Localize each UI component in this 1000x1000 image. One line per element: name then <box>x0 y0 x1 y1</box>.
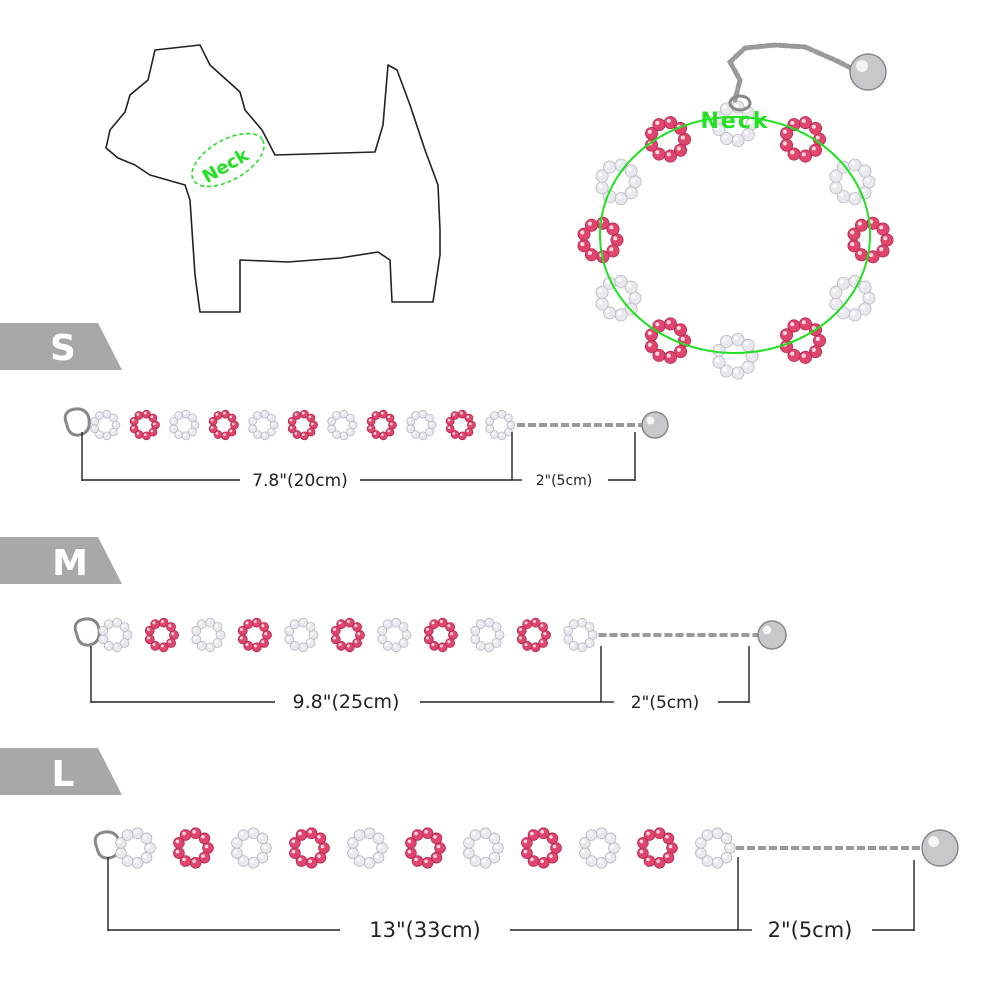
size-m-dimension-lines <box>90 646 750 703</box>
white-crystal-link <box>579 827 620 869</box>
pink-crystal-link <box>405 827 446 869</box>
white-crystal-link <box>695 827 736 869</box>
white-crystal-link <box>563 617 598 653</box>
pink-crystal-link <box>129 409 160 441</box>
pink-crystal-link <box>144 617 179 653</box>
size-l-badge <box>0 748 122 795</box>
pink-crystal-link <box>287 409 318 441</box>
size-s-extension-length: 2"(5cm) <box>536 473 593 489</box>
pink-crystal-link <box>645 317 692 364</box>
round-collar-photo <box>577 100 894 380</box>
size-s-bracelet <box>63 407 669 441</box>
white-crystal-link <box>829 158 876 206</box>
white-crystal-link <box>169 409 200 441</box>
pink-crystal-link <box>637 827 678 869</box>
pink-crystal-link <box>445 409 476 441</box>
dog-neck-marker: Neck <box>191 132 265 188</box>
round-collar-extension-chain <box>726 42 887 112</box>
dog-neck-label: Neck <box>199 144 254 188</box>
size-l-bracelet <box>93 827 959 869</box>
pink-crystal-link <box>173 827 214 869</box>
size-m-chain-length: 9.8"(25cm) <box>293 691 400 713</box>
white-crystal-link <box>406 409 437 441</box>
size-m-badge-label: M <box>52 543 88 584</box>
size-m-section: M 9.8"(25cm) 2"(5cm) <box>0 537 787 713</box>
white-crystal-link <box>90 409 121 441</box>
size-m-extension-length: 2"(5cm) <box>631 693 700 713</box>
pink-crystal-link <box>645 116 692 163</box>
size-m-badge <box>0 537 122 584</box>
size-s-dimension-lines <box>81 432 636 481</box>
pink-crystal-link <box>208 409 239 441</box>
size-l-section: L 13"(33cm) 2"(5cm) <box>0 748 959 942</box>
white-crystal-link <box>595 274 642 322</box>
white-crystal-link <box>377 617 412 653</box>
bell-icon <box>641 411 669 439</box>
white-crystal-link <box>829 274 876 322</box>
collar-neck-marker: Neck <box>599 109 871 354</box>
collar-neck-label: Neck <box>700 109 769 134</box>
white-crystal-link <box>595 158 642 206</box>
white-crystal-link <box>712 332 759 380</box>
dog-outline <box>105 44 441 313</box>
bell-icon <box>921 829 959 867</box>
size-s-badge <box>0 323 122 370</box>
pink-crystal-link <box>577 216 624 264</box>
white-crystal-link <box>98 617 133 653</box>
size-s-badge-label: S <box>50 328 76 369</box>
pink-crystal-link <box>780 116 827 163</box>
pink-crystal-link <box>780 317 827 364</box>
white-crystal-link <box>115 827 156 869</box>
pink-crystal-link <box>330 617 365 653</box>
size-s-section: S 7.8"(20cm) 2"(5cm) <box>0 323 669 491</box>
white-crystal-link <box>284 617 319 653</box>
size-l-badge-label: L <box>52 754 75 795</box>
size-l-extension-length: 2"(5cm) <box>768 918 853 942</box>
size-s-chain-length: 7.8"(20cm) <box>252 471 348 491</box>
white-crystal-link <box>191 617 226 653</box>
white-crystal-link <box>485 409 516 441</box>
size-l-dimension-lines <box>107 857 915 931</box>
size-m-bracelet <box>73 617 787 653</box>
white-crystal-link <box>327 409 358 441</box>
white-crystal-link <box>470 617 505 653</box>
lobster-clasp-icon <box>63 407 91 437</box>
white-crystal-link <box>231 827 272 869</box>
lobster-clasp-icon <box>73 617 101 647</box>
pink-crystal-link <box>521 827 562 869</box>
pink-crystal-link <box>516 617 551 653</box>
white-crystal-link <box>347 827 388 869</box>
white-crystal-link <box>248 409 279 441</box>
white-crystal-link <box>463 827 504 869</box>
pink-crystal-link <box>289 827 330 869</box>
pink-crystal-link <box>423 617 458 653</box>
size-l-chain-length: 13"(33cm) <box>369 918 481 942</box>
bell-icon <box>757 620 787 650</box>
pink-crystal-link <box>366 409 397 441</box>
pink-crystal-link <box>237 617 272 653</box>
